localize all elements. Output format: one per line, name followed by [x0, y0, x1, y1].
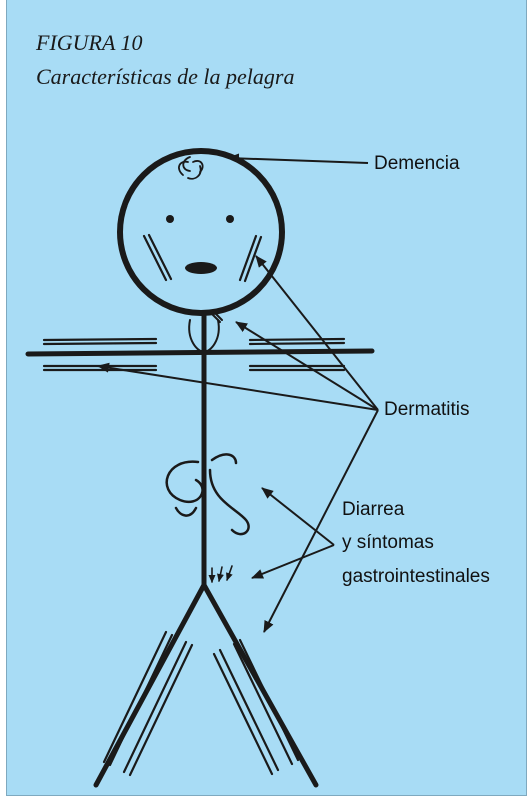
label-dermatitis: Dermatitis [384, 397, 470, 423]
abdominal-swirls-icon [167, 454, 249, 534]
arrow-diarrhea-lower [252, 545, 334, 578]
label-diarrhea-2: y síntomas [342, 530, 434, 556]
abdominal-arrows [212, 566, 232, 582]
stick-figure [28, 151, 372, 785]
left-eye [166, 215, 174, 223]
head [120, 151, 282, 313]
label-diarrhea-1: Diarrea [342, 497, 404, 523]
arrow-dementia [228, 158, 368, 163]
arrow-dermatitis-arm [98, 366, 378, 410]
arrow-dermatitis-cheek [256, 256, 378, 410]
label-dementia: Demencia [374, 151, 460, 177]
arms [28, 351, 372, 354]
annotation-arrows [98, 158, 378, 632]
right-leg [204, 585, 316, 785]
cheek-rash [144, 235, 261, 281]
mouth [185, 262, 217, 274]
left-leg [96, 585, 204, 785]
right-eye [226, 215, 234, 223]
dementia-swirl-icon [179, 157, 203, 179]
label-diarrhea-3: gastrointestinales [342, 564, 490, 590]
